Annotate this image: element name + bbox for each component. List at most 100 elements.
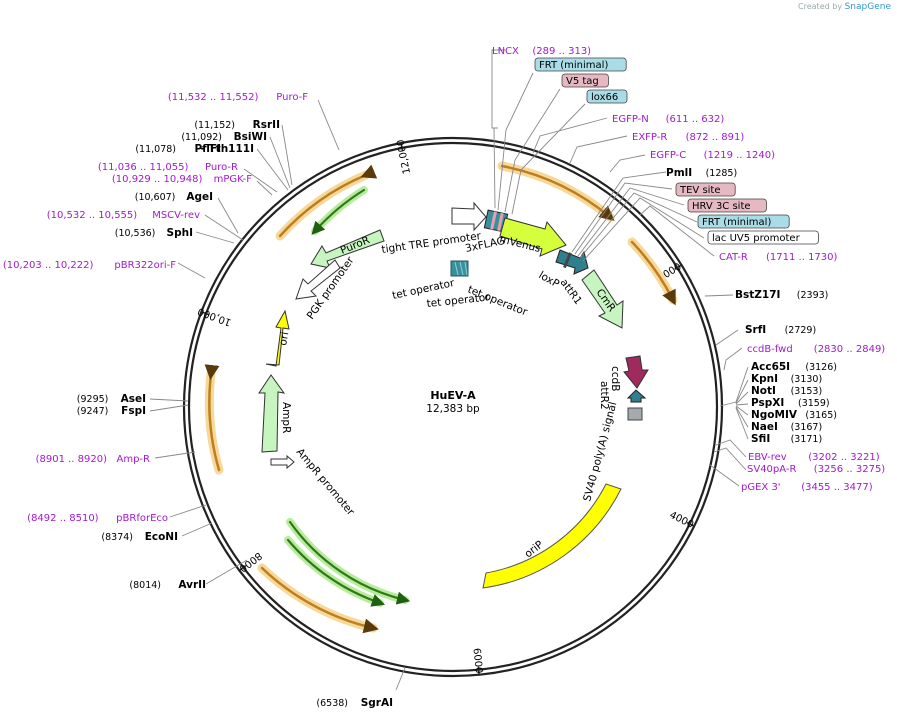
primer-name: pBRforEco: [116, 513, 168, 524]
primer-position: (3455 .. 3477): [801, 482, 873, 493]
annotation-bsiwi: BsiWI (11,092): [181, 131, 267, 143]
primer-position: (11,532 .. 11,552): [168, 92, 259, 103]
backbone-outer-ring: [182, 136, 724, 678]
credit-prefix: Created by: [798, 2, 843, 11]
primer-position: (289 .. 313): [532, 46, 591, 57]
feature-box: [586, 89, 628, 104]
snapgene-logo: SnapGene: [844, 2, 891, 12]
annotation-kpni: KpnI(3130): [751, 373, 822, 385]
annotation-v5-tag: V5 tag: [561, 73, 609, 88]
annotation-puro-r: Puro-R(11,036 .. 11,055): [98, 162, 238, 173]
annotation--tth111i: - Tth111I: [201, 143, 255, 155]
tick-12000: [400, 141, 404, 152]
pgk-promoter-arrow: [295, 259, 341, 300]
site-name: BstZ17I: [735, 289, 780, 301]
puror-arrow: [310, 229, 385, 269]
site-name: KpnI: [751, 373, 778, 385]
site-position: (1285): [706, 168, 738, 179]
right-annotations: LNCX (289 .. 313) FRT (minimal) V5 tag lox66…: [492, 46, 885, 493]
primer-position: (10,532 .. 10,555): [47, 210, 138, 221]
site-position: (9295): [77, 394, 109, 405]
primer-position: (3256 .. 3275): [814, 464, 886, 475]
site-name: BsiWI: [234, 131, 267, 143]
site-name: SgrAI: [361, 697, 393, 709]
tick-6000: [477, 666, 480, 676]
annotation-lac-uv5-promoter: lac UV5 promoter: [707, 230, 819, 245]
site-position: (2393): [797, 290, 829, 301]
annotation-econi: EcoNI(8374): [101, 531, 178, 543]
annotation-lncx: LNCX (289 .. 313): [492, 46, 591, 57]
site-position: (3153): [791, 386, 823, 397]
feature-box-label: V5 tag: [566, 76, 599, 87]
tick-label-6000: 6000: [471, 648, 484, 674]
site-position: (11,092): [181, 132, 222, 143]
cmr-arrow: [581, 269, 624, 329]
feature-box: [687, 198, 767, 213]
site-position: (8014): [129, 580, 161, 591]
tight-tre-promoter-arrow: [451, 201, 487, 232]
feature-box: [675, 182, 736, 197]
site-name: AgeI: [186, 191, 213, 203]
tick-label-12000: 12,000: [395, 138, 413, 174]
feature-box: [697, 214, 790, 229]
tick-8000: [238, 565, 247, 572]
primer-position: (10,203 .. 10,222): [3, 260, 94, 271]
annotation-srfi: SrfI (2729): [745, 324, 816, 336]
backbone-inner-ring: [187, 141, 719, 673]
annotation-avrii: AvrII(8014): [129, 579, 206, 591]
feature-box: [534, 57, 627, 72]
primer-name: Puro-F: [276, 92, 308, 103]
primer-position: (2830 .. 2849): [814, 344, 886, 355]
annotation-pflfi: PflFI(11,078): [135, 143, 221, 155]
site-name: NgoMIV: [751, 409, 798, 421]
annotation-pmli: PmlI(1285): [666, 167, 737, 179]
attr2-arrow: [626, 389, 647, 403]
annotation-asei: AseI(9295): [77, 393, 146, 405]
primer-position: (8901 .. 8920): [36, 454, 108, 465]
label-ccdb: ccdB: [609, 366, 621, 391]
annotation-ngomiv: NgoMIV(3165): [751, 409, 837, 421]
site-name: SfiI: [751, 433, 770, 445]
feature-box-label: lox66: [591, 92, 618, 103]
annotation-tev-site: TEV site: [675, 182, 736, 197]
annotation-naei: NaeI(3167): [751, 421, 822, 433]
primer-name: pGEX 3': [741, 482, 781, 493]
label-tet-operator-3: tet operator: [426, 291, 491, 310]
annotation-pbrforeco: pBRforEco(8492 .. 8510): [27, 513, 168, 524]
feature-box: [561, 73, 609, 88]
annotation-bstz17i: BstZ17I (2393): [735, 289, 828, 301]
site-position: (10,607): [135, 192, 176, 203]
annotation-acc65i: Acc65I (3126): [751, 361, 837, 373]
label-ampr: AmpR: [280, 402, 292, 433]
feature-box: [707, 230, 819, 245]
primer-name: ccdB-fwd: [747, 344, 793, 355]
leader-lines: [149, 49, 749, 691]
ccdb-arrow: [623, 355, 649, 389]
annotation-sfii: SfiI(3171): [751, 433, 822, 445]
site-name: SrfI: [745, 324, 766, 336]
primer-name: MSCV-rev: [152, 210, 200, 221]
inner-features: [258, 201, 649, 589]
tick-label-4000: 4000: [668, 510, 696, 531]
feature-box-label: FRT (minimal): [539, 60, 608, 71]
snapgene-credit: Created by SnapGene: [798, 2, 891, 12]
site-name: Acc65I: [751, 361, 790, 373]
site-name: NotI: [751, 385, 776, 397]
annotation-sgrai: SgrAI(6538): [316, 697, 393, 709]
primer-name: pBR322ori-F: [114, 260, 176, 271]
site-position: (9247): [77, 406, 109, 417]
orip-arc: [482, 483, 622, 589]
annotation-hrv-3c-site: HRV 3C site: [687, 198, 767, 213]
site-position: (3126): [805, 362, 837, 373]
site-position: (2729): [785, 325, 817, 336]
annotation-exfp-r: EXFP-R(872 .. 891): [632, 132, 744, 143]
green-arcs: [284, 186, 411, 607]
mvenus-arrow: [499, 217, 567, 257]
primer-name: Puro-R: [205, 162, 238, 173]
primer-name: EBV-rev: [748, 452, 787, 463]
label-attr2: attR2: [598, 381, 610, 410]
annotation-noti: NotI (3153): [751, 385, 822, 397]
primer-name: LNCX: [492, 46, 519, 57]
label-loxp: loxP: [537, 269, 562, 290]
